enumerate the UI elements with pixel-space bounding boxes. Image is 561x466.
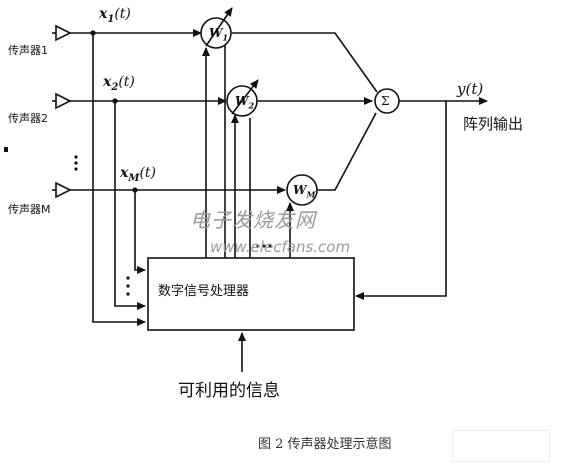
watermark-text: 电子发烧友网 — [190, 208, 316, 232]
microphone-1-icon — [55, 24, 72, 42]
watermark-url: www.elecfans.com — [210, 238, 351, 256]
weight-1-node — [200, 17, 232, 49]
microphone-2-icon — [55, 92, 72, 110]
dsp-box — [147, 257, 355, 331]
caption-blank-box — [452, 430, 550, 462]
microphone-m-icon — [55, 181, 72, 199]
microphone-2-label: 传声器2 — [8, 112, 48, 125]
output-label: 阵列输出 — [463, 115, 524, 133]
figure-caption: 图 2 传声器处理示意图 — [258, 437, 392, 452]
weight-1-label: W1 — [209, 26, 229, 43]
signal-2-label: x2(t) — [103, 74, 135, 93]
signal-1-label: x1(t) — [99, 6, 131, 25]
weight-m-label: WM — [293, 183, 316, 200]
dsp-label: 数字信号处理器 — [158, 284, 250, 299]
summer-node — [374, 88, 400, 114]
summer-symbol: Σ — [381, 94, 390, 108]
signal-m-label: xM(t) — [120, 165, 156, 184]
weight-2-label: W2 — [235, 94, 255, 111]
info-label: 可利用的信息 — [178, 381, 280, 401]
microphone-m-label: 传声器M — [8, 203, 51, 216]
microphone-1-label: 传声器1 — [8, 44, 48, 57]
weight-m-node — [286, 174, 318, 206]
output-signal-label: y(t) — [457, 80, 484, 98]
